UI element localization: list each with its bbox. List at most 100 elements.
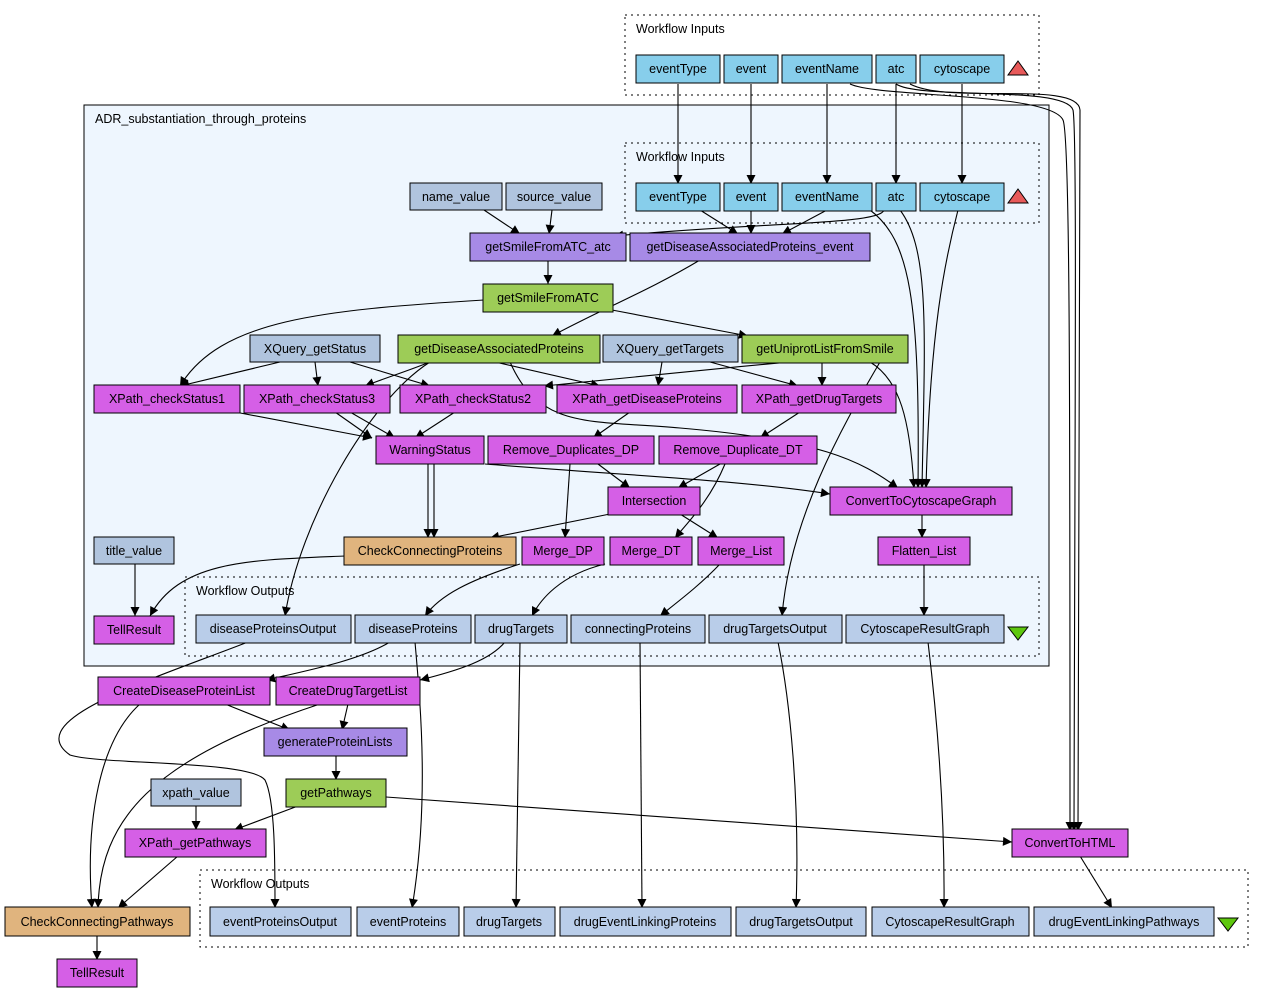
workflow-outputs-inner-label: Workflow Outputs: [196, 584, 294, 598]
Merge-DT-label: Merge_DT: [621, 544, 680, 558]
WarningStatus-box[interactable]: [375, 435, 485, 465]
edge: [545, 209, 555, 235]
XPath-getPathways-box[interactable]: [124, 828, 267, 858]
edge: [281, 361, 431, 617]
XPath-checkStatus3-box[interactable]: [243, 384, 391, 414]
ConvertToCytoscapeGraph-box[interactable]: [829, 486, 1013, 516]
WarningStatus-label: WarningStatus: [389, 443, 471, 457]
edge: [179, 299, 485, 387]
TellResult-outer-label: TellResult: [70, 966, 125, 980]
output-drugTargetsOutput-box[interactable]: [735, 906, 867, 937]
CreateDrugTargetList-box[interactable]: [275, 676, 421, 706]
output-CytoscapeResultGraph-inner-box[interactable]: [845, 614, 1005, 644]
Merge-DT-box[interactable]: [609, 536, 693, 566]
edge: [149, 555, 346, 617]
CheckConnectingPathways-box[interactable]: [4, 906, 191, 937]
getSmileFromATC-atc-box[interactable]: [469, 232, 627, 262]
edge: [927, 641, 949, 909]
name-value-box[interactable]: [409, 182, 503, 211]
Flatten-List-box[interactable]: [877, 536, 971, 566]
XPath-getDiseaseProteins-box[interactable]: [556, 384, 738, 414]
Merge-List-box[interactable]: [697, 536, 785, 566]
output-eventProteins-box[interactable]: [356, 906, 460, 937]
edge: [424, 563, 521, 617]
XPath-checkStatus3-label: XPath_checkStatus3: [259, 392, 375, 406]
input-eventType-top-label: eventType: [649, 62, 707, 76]
edge: [419, 641, 506, 683]
xpath-value-box[interactable]: [150, 778, 242, 807]
edge: [233, 805, 299, 832]
output-diseaseProteinsOutput-box[interactable]: [195, 614, 352, 644]
output-drugTargets-inner-label: drugTargets: [488, 622, 554, 636]
output-diseaseProteinsOutput-label: diseaseProteinsOutput: [210, 622, 337, 636]
input-atc-top-box[interactable]: [875, 54, 917, 84]
input-atc-label: atc: [888, 190, 905, 204]
edge: [613, 209, 885, 240]
input-cytoscape-top-box[interactable]: [919, 54, 1005, 84]
output-drugEventLinkingPathways-box[interactable]: [1033, 906, 1215, 937]
CheckConnectingPathways-label: CheckConnectingPathways: [21, 915, 174, 929]
input-event-top-box[interactable]: [723, 54, 779, 84]
TellResult-inner-box[interactable]: [93, 615, 175, 645]
output-eventProteinsOutput-box[interactable]: [209, 906, 352, 937]
XPath-getDiseaseProteins-label: XPath_getDiseaseProteins: [572, 392, 721, 406]
output-CytoscapeResultGraph-box[interactable]: [871, 906, 1030, 937]
edge: [679, 513, 719, 539]
output-drugTargetsOutput-label: drugTargetsOutput: [749, 915, 853, 929]
CreateDiseaseProteinList-box[interactable]: [97, 676, 271, 706]
XPath-checkStatus2-label: XPath_checkStatus2: [415, 392, 531, 406]
input-atc-box[interactable]: [875, 182, 917, 212]
ConvertToCytoscapeGraph-label: ConvertToCytoscapeGraph: [846, 494, 997, 508]
input-eventType-box[interactable]: [635, 182, 721, 212]
ConvertToHTML-label: ConvertToHTML: [1025, 836, 1116, 850]
input-cytoscape-top-label: cytoscape: [934, 62, 990, 76]
edge: [224, 703, 291, 731]
Merge-DP-box[interactable]: [521, 536, 605, 566]
Intersection-box[interactable]: [607, 486, 701, 516]
title-value-box[interactable]: [93, 536, 175, 565]
input-eventType-top-box[interactable]: [635, 54, 721, 84]
output-drugTargetsOutput-inner-box[interactable]: [708, 614, 843, 644]
edge: [899, 209, 927, 489]
XQuery-getTargets-label: XQuery_getTargets: [616, 342, 724, 356]
source-value-box[interactable]: [505, 182, 603, 211]
output-drugTargets-inner-box[interactable]: [474, 614, 568, 644]
workflow-inputs-top-cluster: [624, 14, 1040, 96]
XPath-getDrugTargets-box[interactable]: [741, 384, 897, 414]
XQuery-getStatus-label: XQuery_getStatus: [264, 342, 366, 356]
input-event-box[interactable]: [723, 182, 779, 212]
edge: [86, 703, 141, 909]
XPath-checkStatus2-box[interactable]: [399, 384, 547, 414]
getUniprotListFromSmile-box[interactable]: [741, 334, 909, 364]
XPath-checkStatus1-box[interactable]: [93, 384, 241, 414]
getPathways-label: getPathways: [300, 786, 372, 800]
getDiseaseAssociatedProteins-box[interactable]: [397, 334, 601, 364]
Remove-Duplicates-DP-label: Remove_Duplicates_DP: [503, 443, 639, 457]
output-drugTargets-box[interactable]: [463, 906, 556, 937]
getPathways-box[interactable]: [285, 778, 387, 808]
ConvertToHTML-box[interactable]: [1011, 828, 1129, 858]
input-eventName-box[interactable]: [781, 182, 873, 212]
edge: [484, 463, 831, 498]
getSmileFromATC-box[interactable]: [482, 283, 614, 313]
output-connectingProteins-box[interactable]: [570, 614, 706, 644]
XQuery-getStatus-box[interactable]: [249, 334, 381, 363]
Remove-Duplicate-DT-label: Remove_Duplicate_DT: [673, 443, 803, 457]
generateProteinLists-box[interactable]: [263, 727, 408, 757]
XQuery-getTargets-box[interactable]: [602, 334, 739, 363]
title-value-label: title_value: [106, 544, 162, 558]
input-atc-top-label: atc: [888, 62, 905, 76]
edge: [759, 411, 801, 439]
input-cytoscape-box[interactable]: [919, 182, 1005, 212]
output-drugEventLinkingProteins-box[interactable]: [559, 906, 732, 937]
output-diseaseProteins-box[interactable]: [354, 614, 472, 644]
edge: [93, 703, 321, 909]
Remove-Duplicates-DP-box[interactable]: [487, 435, 655, 465]
edge: [543, 361, 791, 390]
Remove-Duplicate-DT-box[interactable]: [658, 435, 818, 465]
input-eventName-top-box[interactable]: [781, 54, 873, 84]
edge: [364, 361, 431, 387]
TellResult-outer-box[interactable]: [56, 958, 138, 988]
CheckConnectingProteins-box[interactable]: [343, 536, 517, 566]
getDiseaseAssociatedProteins-event-box[interactable]: [629, 232, 871, 262]
